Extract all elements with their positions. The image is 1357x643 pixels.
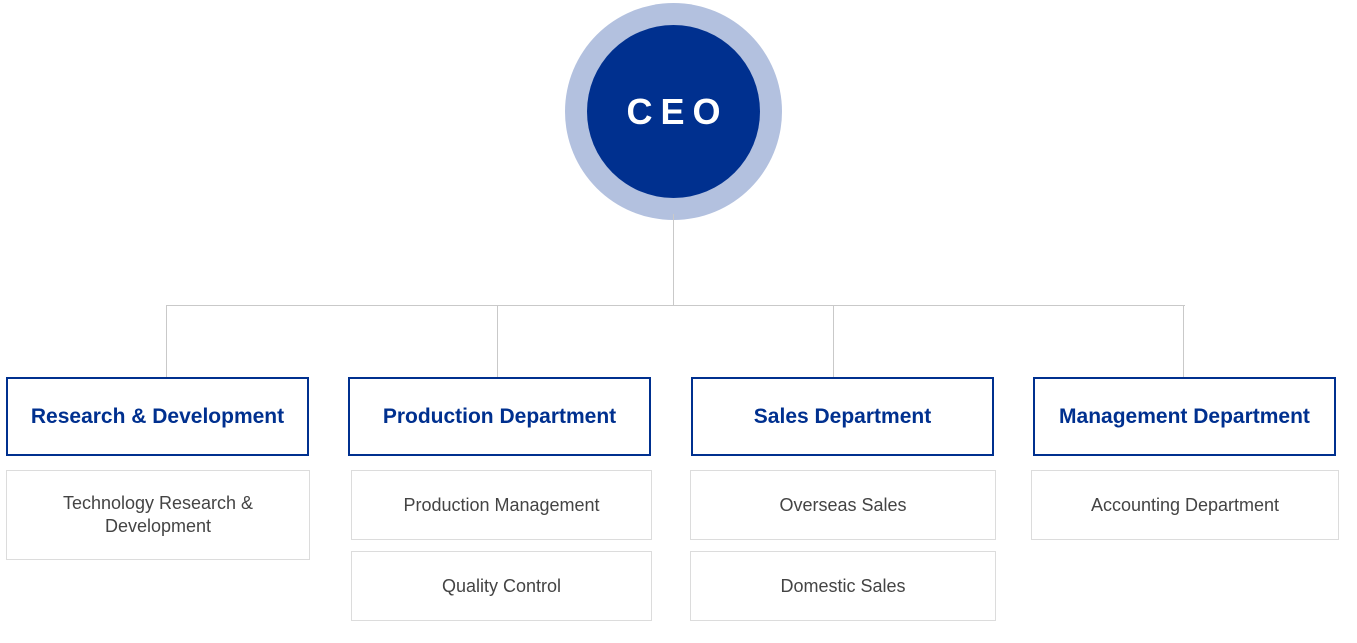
unit-production-management: Production Management (351, 470, 652, 540)
dept-sales: Sales Department (691, 377, 994, 456)
horizontal-connector (166, 305, 1185, 306)
dept-label: Production Department (382, 404, 617, 428)
dept-production: Production Department (348, 377, 651, 456)
unit-domestic-sales: Domestic Sales (690, 551, 996, 621)
dept-management: Management Department (1033, 377, 1336, 456)
ceo-node: CEO (565, 3, 782, 220)
unit-label: Technology Research & Development (62, 493, 254, 536)
unit-label: Domestic Sales (780, 575, 906, 596)
dept-connector-2 (497, 305, 498, 377)
unit-overseas-sales: Overseas Sales (690, 470, 996, 540)
unit-label: Quality Control (441, 575, 562, 596)
unit-label: Accounting Department (1090, 494, 1280, 515)
dept-connector-1 (166, 305, 167, 377)
unit-accounting: Accounting Department (1031, 470, 1339, 540)
dept-label: Management Department (1059, 404, 1310, 428)
dept-research-development: Research & Development (6, 377, 309, 456)
ceo-circle: CEO (587, 25, 760, 198)
dept-label: Research & Development (30, 404, 285, 428)
unit-technology-research-development: Technology Research & Development (6, 470, 310, 560)
unit-quality-control: Quality Control (351, 551, 652, 621)
dept-label: Sales Department (753, 404, 932, 428)
dept-connector-4 (1183, 305, 1184, 377)
unit-label: Overseas Sales (779, 494, 907, 515)
ceo-connector (673, 214, 674, 306)
dept-connector-3 (833, 305, 834, 377)
unit-label: Production Management (403, 494, 600, 515)
ceo-label: CEO (626, 90, 729, 132)
